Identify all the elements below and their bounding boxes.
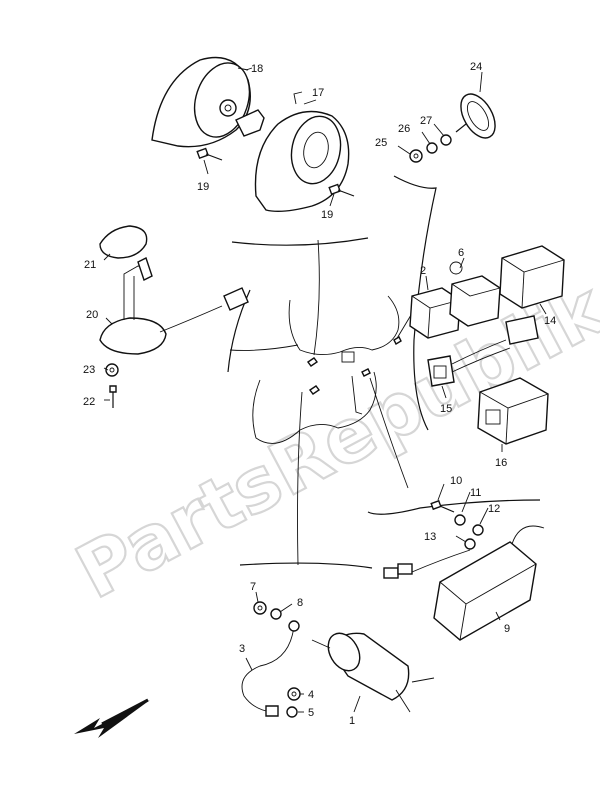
callout-5: 5 bbox=[308, 707, 314, 719]
relay-6 bbox=[449, 261, 501, 327]
rectifier-9 bbox=[383, 525, 545, 641]
callout-16: 16 bbox=[495, 457, 507, 469]
callout-14: 14 bbox=[544, 315, 556, 327]
unit-14 bbox=[499, 245, 565, 309]
callout-8: 8 bbox=[297, 597, 303, 609]
washer-26 bbox=[426, 142, 438, 154]
horn-17 bbox=[254, 91, 350, 213]
cover-24 bbox=[455, 93, 496, 139]
washer-8 bbox=[270, 608, 282, 620]
nut-25 bbox=[409, 149, 423, 163]
gasket-21 bbox=[99, 225, 148, 259]
callout-19-right: 19 bbox=[321, 209, 333, 221]
callout-24: 24 bbox=[470, 61, 482, 73]
nut-7 bbox=[253, 601, 267, 615]
bolt-10 bbox=[430, 499, 455, 513]
callout-2: 2 bbox=[420, 265, 426, 277]
callout-10: 10 bbox=[450, 475, 462, 487]
callout-20: 20 bbox=[86, 309, 98, 321]
washer-13 bbox=[464, 538, 476, 550]
collar-27 bbox=[440, 134, 452, 146]
sender-20 bbox=[99, 257, 249, 355]
washer-11 bbox=[454, 514, 466, 526]
callout-19-left: 19 bbox=[197, 181, 209, 193]
callout-11: 11 bbox=[470, 487, 481, 499]
nut-23 bbox=[105, 363, 119, 377]
callout-15: 15 bbox=[440, 403, 452, 415]
nut-4 bbox=[287, 687, 301, 701]
callout-6: 6 bbox=[458, 247, 464, 259]
callout-22: 22 bbox=[83, 396, 95, 408]
bolt-19-left bbox=[196, 147, 223, 161]
bolt-19-right bbox=[328, 183, 355, 197]
relay-2 bbox=[409, 287, 461, 339]
callout-25: 25 bbox=[375, 137, 387, 149]
washer-5 bbox=[286, 706, 298, 718]
callout-4: 4 bbox=[308, 689, 314, 701]
unit-16 bbox=[477, 377, 549, 445]
collar-12 bbox=[472, 524, 484, 536]
callout-7: 7 bbox=[250, 581, 256, 593]
callout-17: 17 bbox=[312, 87, 324, 99]
callout-23: 23 bbox=[83, 364, 95, 376]
starter-relay-1 bbox=[311, 632, 435, 713]
bolt-22 bbox=[109, 385, 117, 408]
callout-9: 9 bbox=[504, 623, 510, 635]
callout-21: 21 bbox=[84, 259, 96, 271]
callout-13: 13 bbox=[424, 531, 436, 543]
callout-18: 18 bbox=[251, 63, 263, 75]
callout-3: 3 bbox=[239, 643, 245, 655]
callout-1: 1 bbox=[349, 715, 355, 727]
connector-15 bbox=[427, 315, 539, 387]
callout-12: 12 bbox=[488, 503, 500, 515]
callout-27: 27 bbox=[420, 115, 432, 127]
frame-outline bbox=[252, 295, 402, 444]
front-direction-arrow-icon bbox=[74, 698, 150, 738]
callout-26: 26 bbox=[398, 123, 410, 135]
callout-leaders bbox=[103, 67, 547, 713]
callout-labels: 18 17 24 25 26 27 19 19 21 20 23 22 2 6 … bbox=[83, 61, 556, 727]
horn-18 bbox=[151, 56, 265, 148]
lead-3 bbox=[241, 620, 300, 717]
